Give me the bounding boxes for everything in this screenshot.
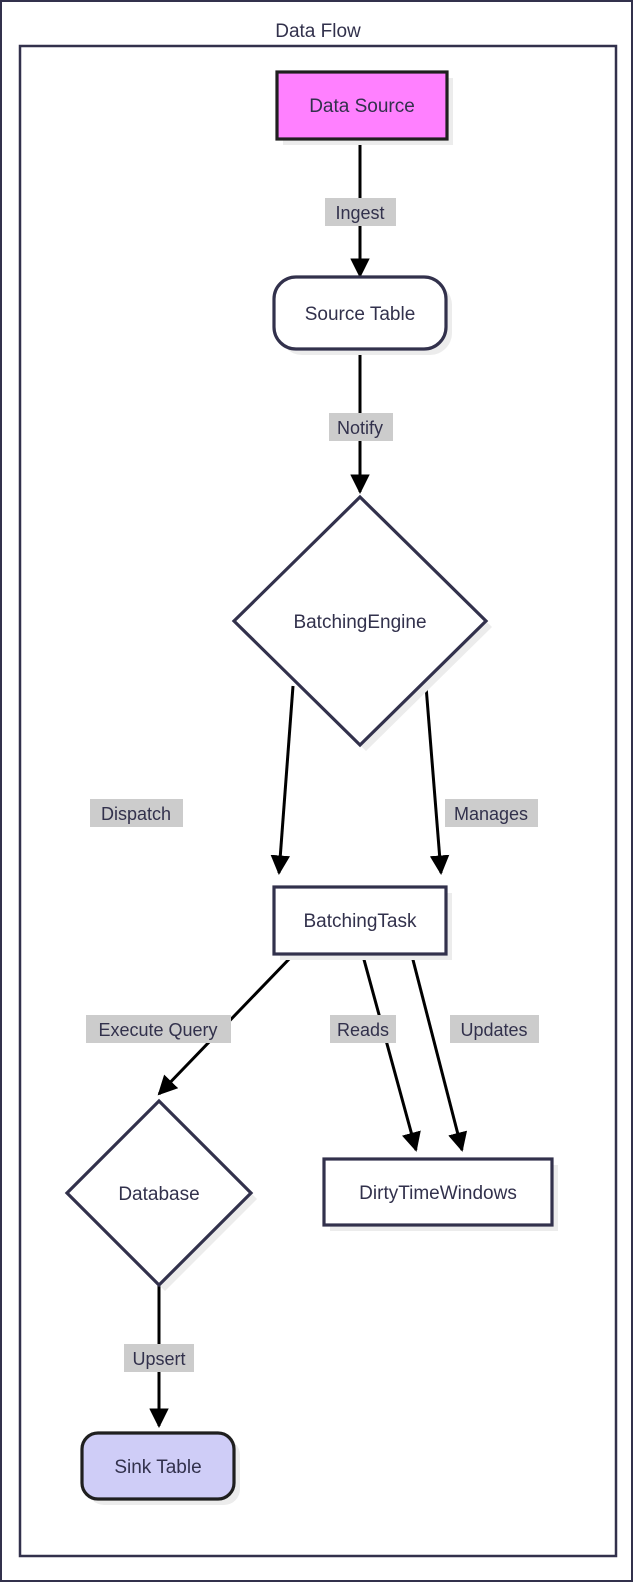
edge-label-execute-query-text: Execute Query bbox=[98, 1020, 217, 1040]
edge-label-updates: Updates bbox=[450, 1015, 539, 1043]
node-dirty-time-windows-shape[interactable] bbox=[322, 1157, 554, 1227]
edge-batching-engine-to-batching-task-dispatch bbox=[270, 685, 295, 875]
edge-label-dispatch-text: Dispatch bbox=[101, 804, 171, 824]
node-data-source[interactable]: Data Source bbox=[275, 70, 453, 145]
node-data-source-label: Data Source bbox=[309, 96, 415, 117]
edge-label-ingest-text: Ingest bbox=[335, 203, 384, 223]
node-data-source-shape[interactable] bbox=[275, 70, 449, 141]
node-source-table[interactable]: Source Table bbox=[272, 275, 452, 355]
edge-layer bbox=[149, 140, 468, 1428]
diagram-title: Data Flow bbox=[275, 21, 361, 42]
node-dirty-time-windows[interactable]: DirtyTimeWindows bbox=[322, 1157, 558, 1231]
node-batching-engine[interactable]: BatchingEngine bbox=[231, 494, 492, 751]
node-batching-engine-shape[interactable] bbox=[231, 494, 489, 748]
node-batching-engine-label: BatchingEngine bbox=[293, 612, 426, 633]
edge-label-reads: Reads bbox=[330, 1015, 396, 1043]
node-database-shape[interactable] bbox=[64, 1098, 254, 1288]
edge-label-manages: Manages bbox=[445, 799, 538, 827]
edge-label-execute-query-bg bbox=[86, 1015, 231, 1043]
node-database-label: Database bbox=[118, 1184, 199, 1205]
edge-label-reads-bg bbox=[330, 1015, 396, 1043]
edge-label-manages-text: Manages bbox=[454, 804, 528, 824]
edge-label-updates-text: Updates bbox=[460, 1020, 527, 1040]
edge-label-notify-text: Notify bbox=[337, 418, 383, 438]
node-batching-task-shape[interactable] bbox=[272, 885, 448, 956]
node-dirty-time-windows-label: DirtyTimeWindows bbox=[359, 1183, 517, 1204]
node-sink-table-label: Sink Table bbox=[114, 1457, 201, 1478]
edge-label-execute-query: Execute Query bbox=[86, 1015, 231, 1043]
node-batching-task[interactable]: BatchingTask bbox=[272, 885, 452, 960]
edge-label-upsert: Upsert bbox=[124, 1344, 194, 1372]
edge-label-dispatch: Dispatch bbox=[90, 799, 183, 827]
edge-label-dispatch-bg bbox=[90, 799, 183, 827]
node-sink-table[interactable]: Sink Table bbox=[80, 1431, 240, 1505]
edge-label-reads-text: Reads bbox=[337, 1020, 389, 1040]
edge-label-manages-bg bbox=[445, 799, 538, 827]
edge-label-updates-bg bbox=[450, 1015, 539, 1043]
edge-label-ingest: Ingest bbox=[325, 198, 396, 226]
edge-label-notify-bg bbox=[329, 413, 393, 441]
node-database[interactable]: Database bbox=[64, 1098, 257, 1291]
node-source-table-shape[interactable] bbox=[272, 275, 448, 351]
edge-batching-task-to-dirty-updates bbox=[410, 955, 468, 1152]
edge-batching-task-to-dirty-reads bbox=[361, 955, 421, 1152]
node-batching-task-label: BatchingTask bbox=[303, 911, 417, 932]
edge-label-ingest-bg bbox=[325, 198, 396, 226]
node-source-table-label: Source Table bbox=[305, 304, 416, 325]
edge-label-notify: Notify bbox=[329, 413, 393, 441]
edge-batching-engine-to-batching-task-manages bbox=[424, 685, 450, 875]
edge-label-upsert-text: Upsert bbox=[132, 1349, 185, 1369]
subgraph-container bbox=[18, 44, 618, 1558]
node-sink-table-shape[interactable] bbox=[80, 1431, 236, 1501]
edge-label-upsert-bg bbox=[124, 1344, 194, 1372]
